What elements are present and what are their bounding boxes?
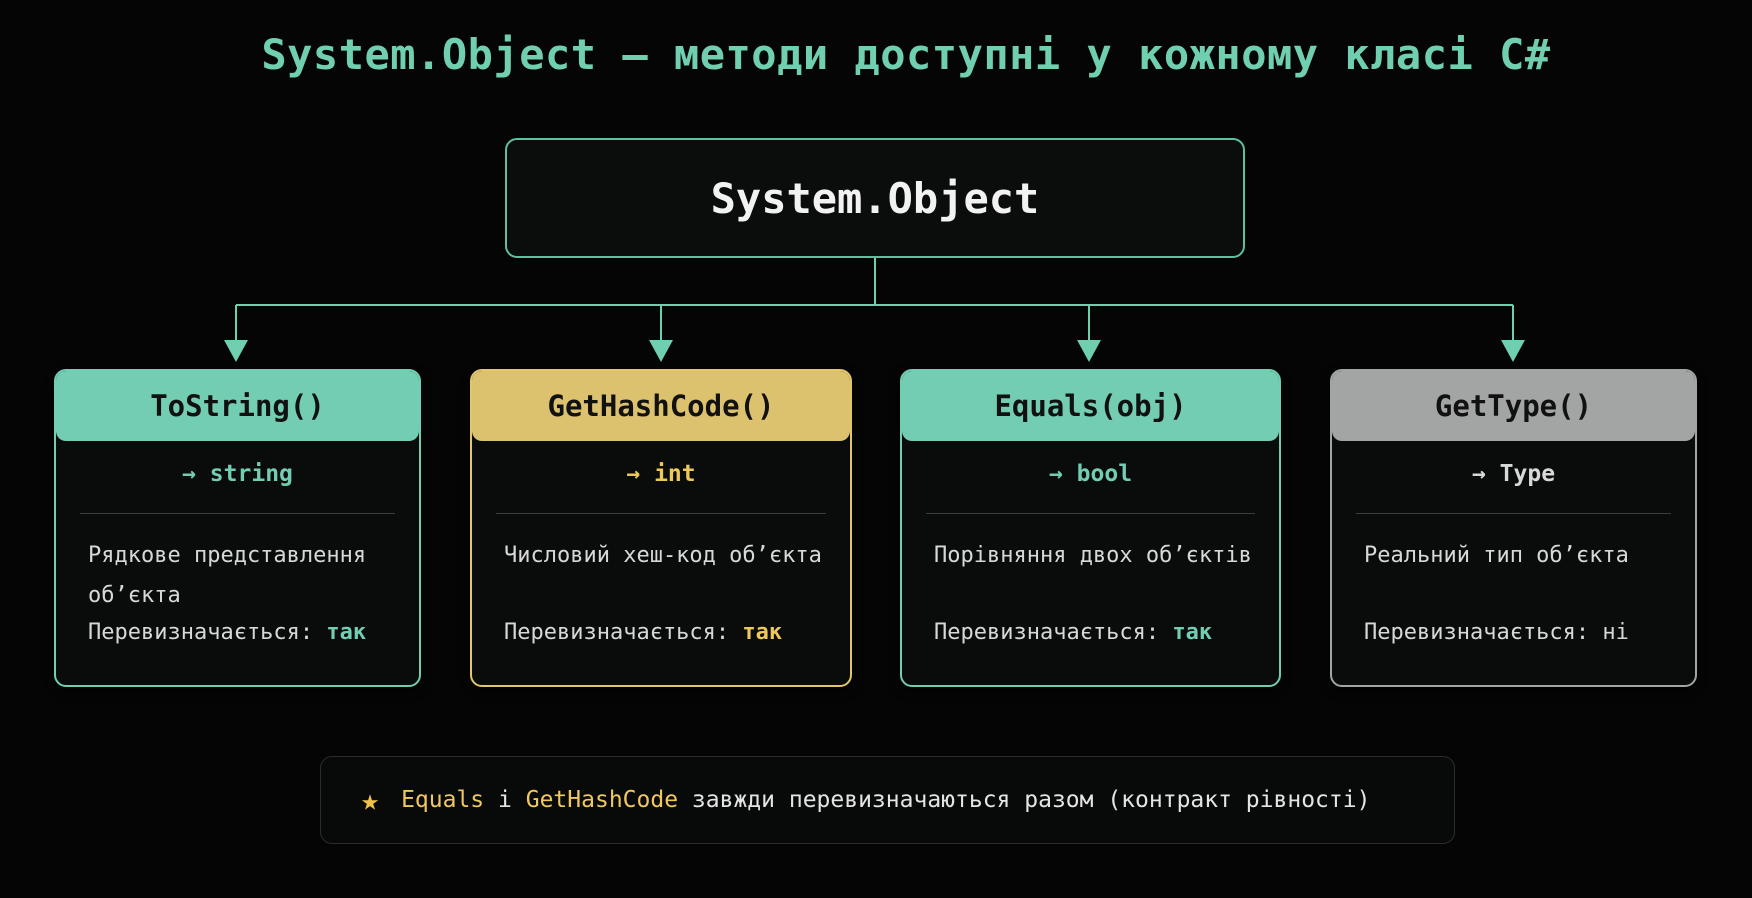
method-card-gettype: GetType() → Type Реальний тип об’єкта Пе… xyxy=(1330,369,1697,687)
method-name: ToString() xyxy=(150,389,325,423)
star-icon: ★ xyxy=(361,782,380,818)
override-line: Перевизначається: так xyxy=(934,620,1255,645)
card-divider xyxy=(1356,513,1671,514)
card-header: GetHashCode() xyxy=(472,371,850,441)
override-value: так xyxy=(1172,620,1213,645)
method-description: Реальний тип об’єкта xyxy=(1364,543,1629,568)
card-divider xyxy=(496,513,826,514)
return-type: → int xyxy=(626,461,696,487)
note-term-gethashcode: GetHashCode xyxy=(525,787,679,813)
card-header: Equals(obj) xyxy=(902,371,1279,441)
note-text: завжди перевизначаються разом (контракт … xyxy=(691,787,1371,813)
note-box: ★ Equals і GetHashCode завжди перевизнач… xyxy=(320,756,1455,844)
card-divider xyxy=(80,513,395,514)
override-line: Перевизначається: ні xyxy=(1364,620,1671,645)
method-description: Числовий хеш-код об’єкта xyxy=(504,543,822,568)
method-card-equals: Equals(obj) → bool Порівняння двох об’єк… xyxy=(900,369,1281,687)
card-divider xyxy=(926,513,1255,514)
override-value: ні xyxy=(1602,620,1629,645)
override-label: Перевизначається: xyxy=(934,620,1160,645)
card-header: ToString() xyxy=(56,371,419,441)
method-name: GetType() xyxy=(1434,389,1593,423)
root-class-label: System.Object xyxy=(710,173,1040,223)
return-type: → Type xyxy=(1471,461,1556,487)
page-title: System.Object — методи доступні у кожном… xyxy=(261,30,1551,79)
note-term-equals: Equals xyxy=(401,787,485,813)
method-card-tostring: ToString() → string Рядкове представленн… xyxy=(54,369,421,687)
override-label: Перевизначається: xyxy=(88,620,314,645)
method-name: GetHashCode() xyxy=(547,389,775,423)
root-class-box: System.Object xyxy=(505,138,1245,258)
override-value: так xyxy=(742,620,783,645)
method-card-gethashcode: GetHashCode() → int Числовий хеш-код об’… xyxy=(470,369,852,687)
arrowhead-4 xyxy=(1501,340,1525,362)
method-description: Порівняння двох об’єктів xyxy=(934,543,1252,568)
override-value: так xyxy=(326,620,367,645)
override-line: Перевизначається: так xyxy=(504,620,826,645)
card-header: GetType() xyxy=(1332,371,1695,441)
return-type: → string xyxy=(182,461,293,487)
override-line: Перевизначається: так xyxy=(88,620,395,645)
method-name: Equals(obj) xyxy=(994,389,1187,423)
arrowhead-2 xyxy=(649,340,673,362)
override-label: Перевизначається: xyxy=(504,620,730,645)
arrowhead-1 xyxy=(224,340,248,362)
note-conjunction: і xyxy=(498,787,512,813)
return-type: → bool xyxy=(1048,461,1133,487)
arrowhead-3 xyxy=(1077,340,1101,362)
method-description: Рядкове представлення об’єкта xyxy=(88,543,367,608)
override-label: Перевизначається: xyxy=(1364,620,1590,645)
